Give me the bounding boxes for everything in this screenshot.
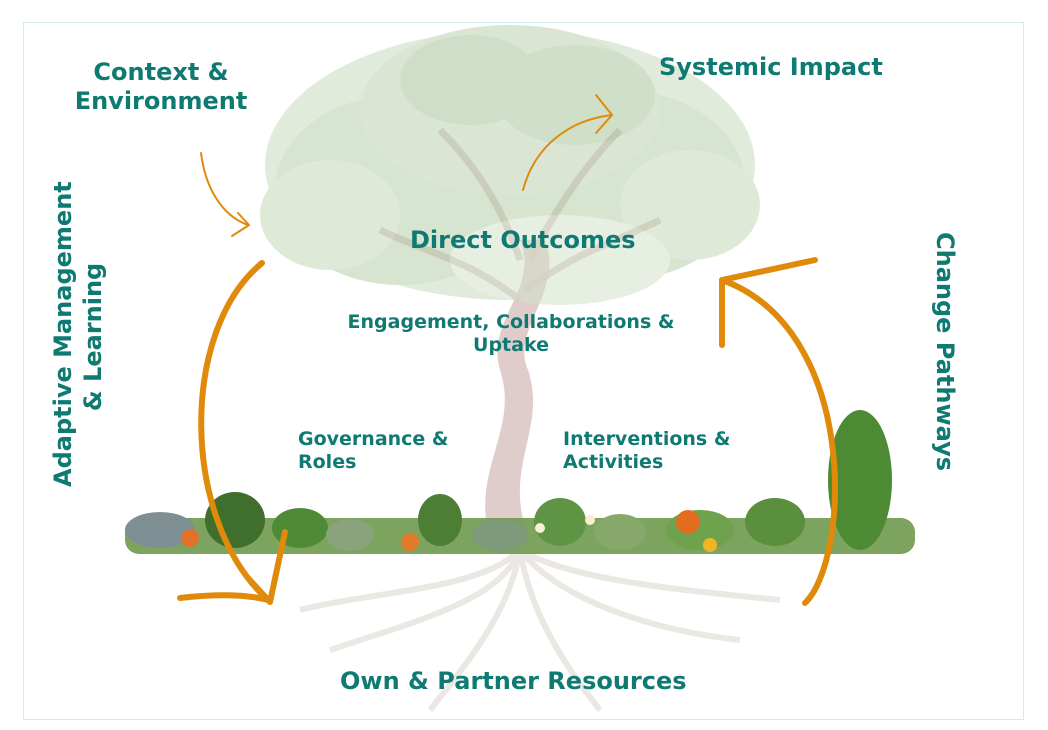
adaptive-arrow [198,260,271,603]
adaptive-arrow-head [245,529,288,605]
tree-trunk [485,240,550,540]
adaptive-line-2: & Learning [79,262,107,412]
change-arrow [719,277,838,606]
ground-plants [125,410,915,554]
context-arrow [200,152,249,226]
adaptive-arrow-tail [177,592,271,603]
change-arrow-head [719,257,818,348]
context-arrow-head [231,212,250,237]
engagement-label: Engagement, Collaborations & Uptake [347,311,675,356]
interventions-label: Interventions & Activities [563,428,731,473]
context-environment-label: Context & Environment [74,58,248,115]
roots [299,547,781,712]
direct-outcomes-label: Direct Outcomes [410,226,636,254]
change-pathways-label: Change Pathways [931,232,959,472]
impact-arrow [522,114,613,191]
impact-arrow-head [595,94,613,134]
tree-canopy [260,25,760,305]
governance-label: Governance & Roles [298,428,449,473]
adaptive-management-label: Adaptive Management & Learning [48,181,108,487]
cycle-arrows [177,94,838,606]
diagram-frame [23,22,1024,720]
systemic-impact-label: Systemic Impact [659,53,883,81]
resources-label: Own & Partner Resources [340,667,687,695]
adaptive-line-1: Adaptive Management [49,181,77,487]
